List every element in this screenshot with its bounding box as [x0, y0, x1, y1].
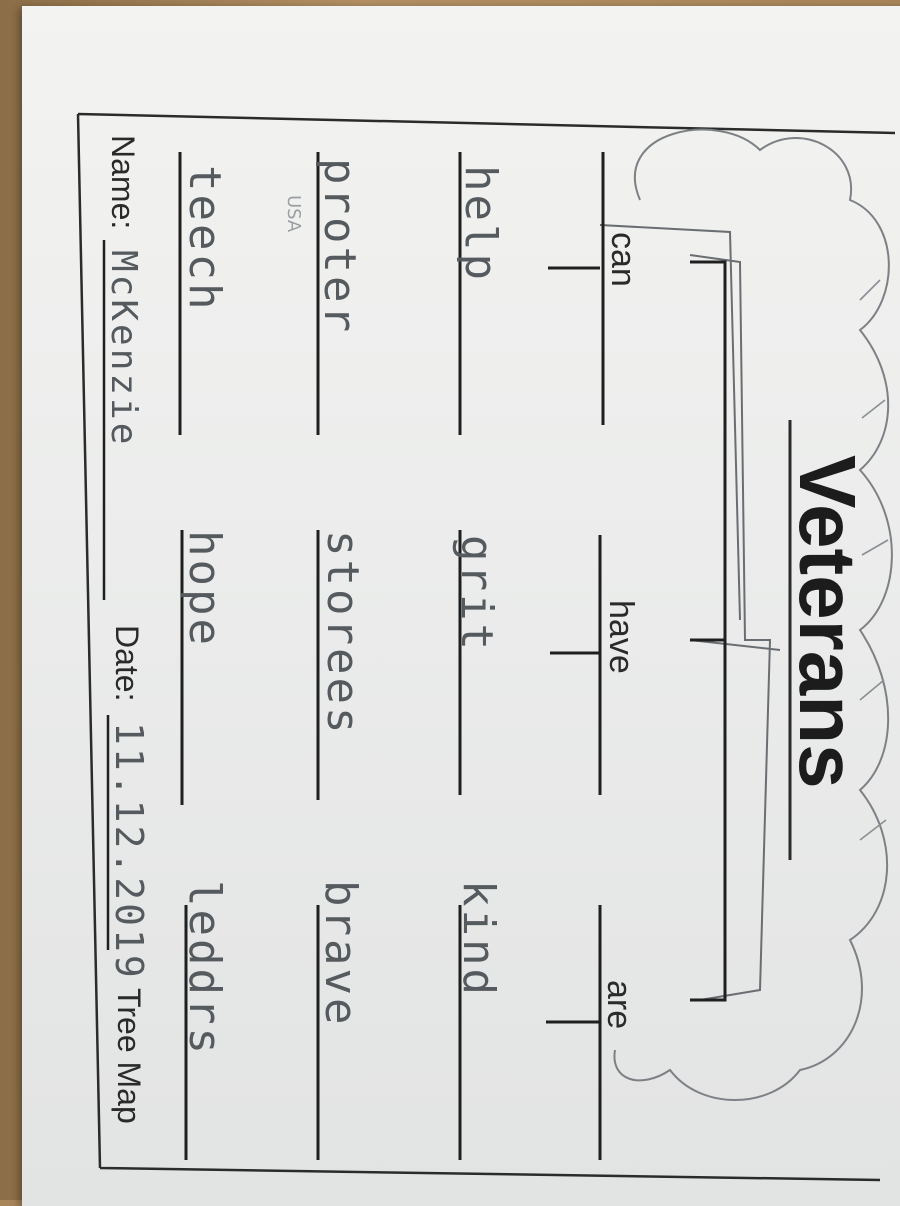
word-have-2: storees [317, 530, 368, 736]
canopy-grass-marks [859, 279, 889, 841]
branch-label-are: are [600, 980, 638, 1029]
tree-trunk-drawing [599, 224, 781, 1001]
footer-label: Tree Map [111, 988, 147, 1124]
margin-note-usa: USA [283, 195, 304, 233]
word-are-1: kind [453, 880, 504, 998]
worksheet-title: Veterans [783, 455, 872, 789]
tree-canopy-drawing [613, 128, 893, 1101]
name-value: McKenzie [103, 250, 144, 447]
word-have-1: grit [451, 535, 502, 653]
word-can-2: proter [314, 158, 365, 335]
word-can-1: help [455, 165, 506, 283]
word-are-3: leddrs [179, 880, 230, 1057]
date-label: Date: [109, 625, 145, 701]
word-have-3: hope [179, 530, 230, 648]
word-can-3: teech [179, 165, 230, 312]
branch-label-can: can [604, 232, 642, 287]
word-are-2: brave [315, 880, 366, 1027]
name-label: Name: [105, 135, 141, 229]
branch-label-have: have [602, 600, 640, 674]
date-value: 11.12.2019 [107, 722, 151, 981]
tree-main-bracket [690, 260, 727, 1002]
worksheet-border [76, 112, 896, 1182]
